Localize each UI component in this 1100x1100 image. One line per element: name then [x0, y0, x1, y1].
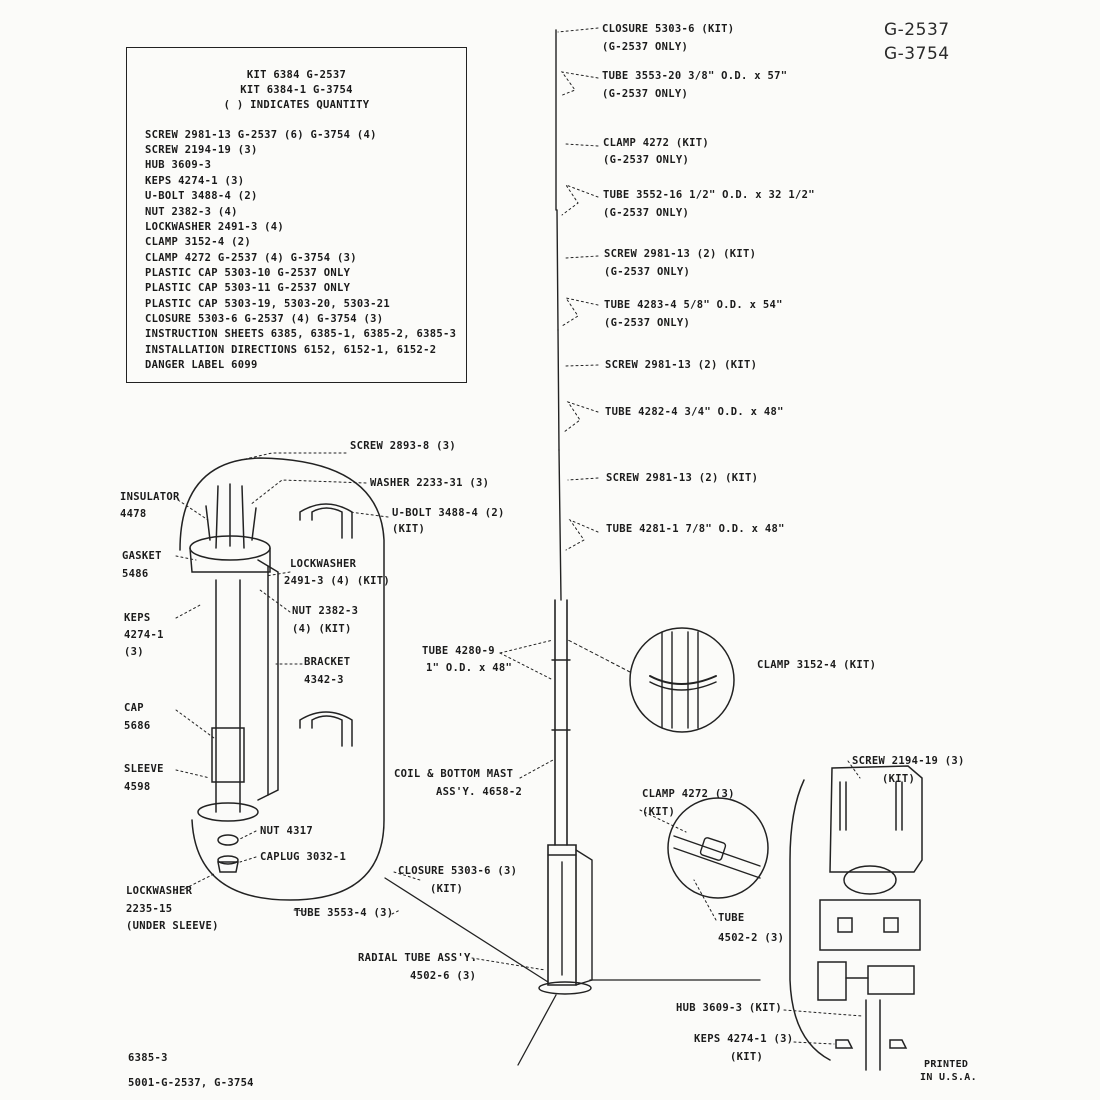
mast-label: SCREW 2981-13 (2) (KIT) [606, 472, 759, 484]
label-sleeve-2: 4598 [124, 781, 151, 793]
mast-label: TUBE 3552-16 1/2" O.D. x 32 1/2" [603, 189, 815, 201]
label-keps-2: 4274-1 [124, 629, 164, 641]
label-coil: COIL & BOTTOM MAST [394, 768, 514, 780]
label-radial-2: 4502-6 (3) [410, 970, 477, 982]
label-lockwasher-b: LOCKWASHER [126, 885, 193, 897]
mast [538, 29, 593, 995]
label-lockwasher-2: 2491-3 (4) (KIT) [284, 575, 390, 587]
label-caplug: CAPLUG 3032-1 [260, 851, 347, 863]
footer-models: 5001-G-2537, G-3754 [128, 1077, 254, 1089]
mast-label: TUBE 3553-20 3/8" O.D. x 57" [602, 70, 788, 82]
small-clamp-circle [667, 797, 769, 899]
label-radial: RADIAL TUBE ASS'Y. [358, 952, 478, 964]
label-keps-3: (3) [124, 646, 144, 658]
parts-item: CLAMP 3152-4 (2) [145, 236, 251, 248]
label-nut-4317: NUT 4317 [260, 825, 313, 837]
parts-item: CLAMP 4272 G-2537 (4) G-3754 (3) [145, 252, 357, 264]
mast-label: CLAMP 4272 (KIT) [603, 137, 709, 149]
parts-header-2: KIT 6384-1 G-3754 [240, 84, 353, 96]
label-screw-2893: SCREW 2893-8 (3) [350, 440, 456, 452]
parts-item: INSTRUCTION SHEETS 6385, 6385-1, 6385-2,… [145, 328, 457, 340]
label-printed: PRINTED [924, 1059, 969, 1070]
label-keps-4274: KEPS 4274-1 (3) [694, 1033, 794, 1045]
mast-label-sub: (G-2537 ONLY) [602, 88, 689, 100]
label-tube-4280-2: 1" O.D. x 48" [426, 662, 513, 674]
label-tube-4502-2: 4502-2 (3) [718, 932, 785, 944]
mast-label: SCREW 2981-13 (2) (KIT) [605, 359, 758, 371]
clamp-detail-circle [567, 627, 735, 733]
parts-list-box: KIT 6384 G-2537 KIT 6384-1 G-3754 ( ) IN… [126, 47, 467, 383]
label-coil-2: ASS'Y. 4658-2 [436, 786, 523, 798]
label-hub: HUB 3609-3 (KIT) [676, 1002, 782, 1014]
mast-label: TUBE 4283-4 5/8" O.D. x 54" [604, 299, 783, 311]
parts-item: U-BOLT 3488-4 (2) [145, 190, 258, 202]
label-cap: CAP [124, 702, 144, 714]
parts-item: DANGER LABEL 6099 [145, 359, 258, 371]
label-gasket-2: 5486 [122, 568, 149, 580]
mast-label-sub: (G-2537 ONLY) [603, 154, 690, 166]
label-washer: WASHER 2233-31 (3) [370, 477, 490, 489]
parts-item: CLOSURE 5303-6 G-2537 (4) G-3754 (3) [145, 313, 384, 325]
label-gasket: GASKET [122, 550, 162, 562]
mast-label: TUBE 4281-1 7/8" O.D. x 48" [606, 523, 785, 535]
label-bracket-2: 4342-3 [304, 674, 344, 686]
parts-item: HUB 3609-3 [145, 159, 212, 171]
label-clamp-4272-2: (KIT) [642, 806, 676, 818]
label-sleeve: SLEEVE [124, 763, 164, 775]
label-insulator-2: 4478 [120, 508, 147, 520]
mast-label: CLOSURE 5303-6 (KIT) [602, 23, 735, 35]
parts-item: SCREW 2981-13 G-2537 (6) G-3754 (4) [145, 129, 377, 141]
label-bracket: BRACKET [304, 656, 351, 668]
mast-label: TUBE 4282-4 3/4" O.D. x 48" [605, 406, 784, 418]
right-detail-outline [789, 765, 923, 1071]
label-ubolt: U-BOLT 3488-4 (2) [392, 507, 505, 519]
label-closure: CLOSURE 5303-6 (3) [398, 865, 518, 877]
parts-item: SCREW 2194-19 (3) [145, 144, 258, 156]
label-nut-2382: NUT 2382-3 [292, 605, 359, 617]
label-insulator: INSULATOR [120, 491, 180, 503]
mast-label: SCREW 2981-13 (2) (KIT) [604, 248, 757, 260]
model-primary: G-2537 [884, 20, 950, 40]
parts-item: NUT 2382-3 (4) [145, 206, 238, 218]
label-closure-2: (KIT) [430, 883, 464, 895]
parts-header-3: ( ) INDICATES QUANTITY [223, 99, 370, 111]
label-screw-2194-2: (KIT) [882, 773, 916, 785]
label-printed-2: IN U.S.A. [920, 1072, 977, 1083]
label-nut-2382-2: (4) (KIT) [292, 623, 352, 635]
label-tube-3553: TUBE 3553-4 (3) [294, 907, 394, 919]
mast-label-sub: (G-2537 ONLY) [604, 266, 691, 278]
label-tube-4502: TUBE [718, 912, 745, 924]
label-lockwasher-b3: (UNDER SLEEVE) [126, 920, 219, 932]
parts-item: PLASTIC CAP 5303-19, 5303-20, 5303-21 [145, 298, 390, 310]
label-keps-4274-2: (KIT) [730, 1051, 764, 1063]
label-screw-2194: SCREW 2194-19 (3) [852, 755, 965, 767]
label-tube-4280: TUBE 4280-9 [422, 645, 495, 657]
label-clamp-3152: CLAMP 3152-4 (KIT) [757, 659, 877, 671]
label-lockwasher: LOCKWASHER [290, 558, 357, 570]
label-keps: KEPS [124, 612, 151, 624]
parts-item: PLASTIC CAP 5303-11 G-2537 ONLY [145, 282, 351, 294]
parts-item: INSTALLATION DIRECTIONS 6152, 6152-1, 61… [145, 344, 437, 356]
parts-header-1: KIT 6384 G-2537 [246, 69, 347, 81]
left-detail-outline [179, 457, 385, 901]
label-clamp-4272: CLAMP 4272 (3) [642, 788, 735, 800]
parts-item: LOCKWASHER 2491-3 (4) [145, 221, 285, 233]
label-cap-2: 5686 [124, 720, 151, 732]
mast-label-sub: (G-2537 ONLY) [604, 317, 691, 329]
mast-label-sub: (G-2537 ONLY) [603, 207, 690, 219]
footer-doc-number: 6385-3 [128, 1052, 168, 1064]
label-ubolt-kit: (KIT) [392, 523, 426, 535]
parts-item: PLASTIC CAP 5303-10 G-2537 ONLY [145, 267, 351, 279]
model-secondary: G-3754 [884, 44, 950, 64]
mast-label-sub: (G-2537 ONLY) [602, 41, 689, 53]
label-lockwasher-b2: 2235-15 [126, 903, 173, 915]
parts-item: KEPS 4274-1 (3) [145, 175, 245, 187]
